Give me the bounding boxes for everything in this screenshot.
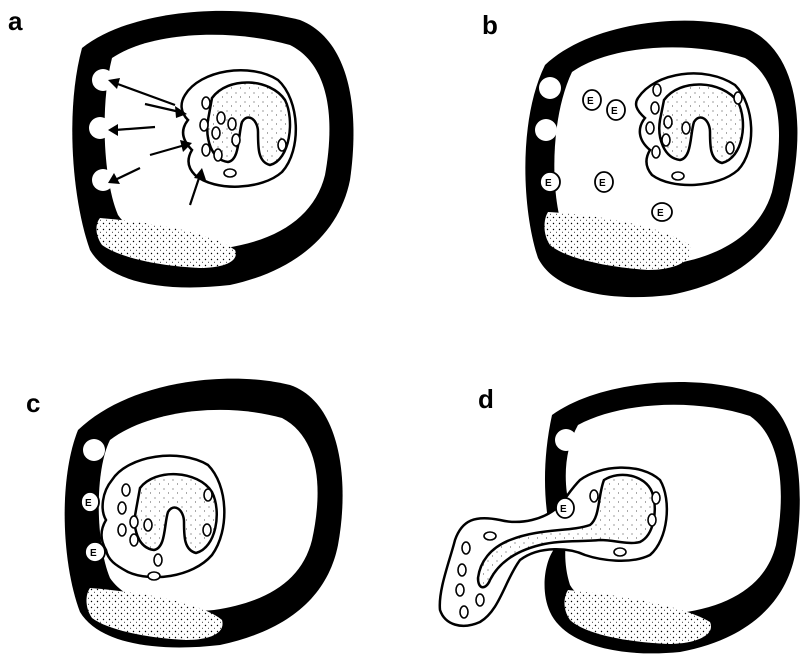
released-granule: E (595, 172, 613, 192)
released-granule: E (652, 203, 672, 221)
panel-label-b: b (482, 10, 498, 40)
released-granule: E (85, 542, 105, 562)
released-granule: E (607, 100, 625, 120)
panel-c: c E E (26, 379, 343, 648)
panel-b: b E E (482, 10, 797, 297)
svg-text:E: E (545, 178, 552, 189)
endothelial-pit (555, 429, 577, 451)
panel-a: a (8, 6, 353, 287)
panel-label-a: a (8, 6, 23, 36)
endothelial-pit (535, 119, 557, 141)
endothelial-pit (83, 439, 105, 461)
svg-text:E: E (599, 178, 606, 189)
panel-d: d E (440, 382, 800, 653)
endothelial-pit (89, 117, 111, 139)
released-granule: E (81, 492, 99, 512)
released-granule: E (540, 172, 560, 192)
svg-text:E: E (560, 504, 567, 515)
svg-text:E: E (587, 96, 594, 107)
released-granule: E (583, 90, 601, 110)
svg-text:E: E (611, 106, 618, 117)
panel-label-d: d (478, 384, 494, 414)
svg-text:E: E (657, 208, 664, 219)
panel-label-c: c (26, 388, 40, 418)
svg-text:E: E (90, 548, 97, 559)
released-granule: E (556, 498, 574, 518)
svg-text:E: E (85, 498, 92, 509)
endothelial-pit (539, 77, 561, 99)
released-granules: E (556, 498, 574, 518)
